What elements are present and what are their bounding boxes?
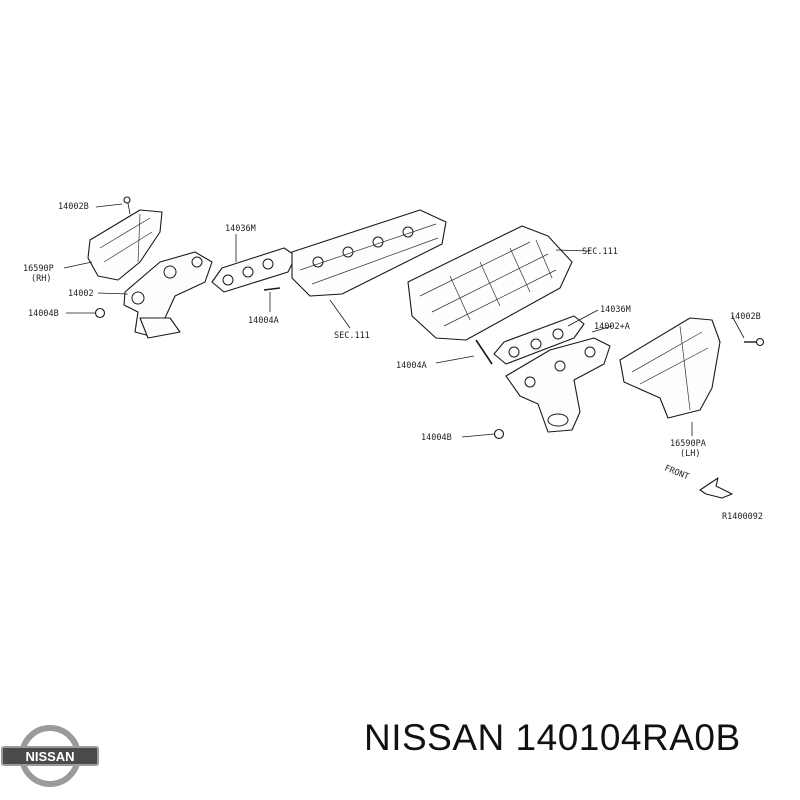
heat-shield-lh: [619, 317, 721, 419]
bolt-lh: [744, 337, 765, 347]
label-nut-lh: 14004B: [421, 433, 452, 443]
label-manifold-rh: 14002: [68, 289, 94, 299]
label-rh: (RH): [31, 274, 51, 284]
gasket-lh: [493, 315, 585, 365]
label-heat-shield-rh: 16590P: [23, 264, 54, 274]
label-stud-lh: 14004A: [396, 361, 427, 371]
stud-lh: [475, 339, 493, 365]
front-arrow: [699, 477, 733, 499]
part-number-caption: NISSAN 140104RA0B: [364, 717, 741, 758]
label-manifold-lh: 14002+A: [594, 322, 630, 332]
label-bolt-lh: 14002B: [730, 312, 761, 322]
cylinder-head-rh: [291, 209, 447, 297]
cylinder-head-lh: [407, 225, 573, 341]
logo-text: NISSAN: [25, 749, 74, 764]
nissan-logo-icon: NISSAN: [1, 725, 99, 787]
label-front: FRONT: [663, 464, 690, 483]
nut-rh: [94, 307, 106, 319]
label-nut-rh: 14004B: [28, 309, 59, 319]
exhaust-manifold-rh: [123, 251, 213, 339]
label-lh: (LH): [680, 449, 700, 459]
label-bolt-rh: 14002B: [58, 202, 89, 212]
label-gasket-rh: 14036M: [225, 224, 256, 234]
label-sec-lh: SEC.111: [582, 247, 618, 257]
nut-lh: [493, 428, 505, 440]
label-stud-rh: 14004A: [248, 316, 279, 326]
label-gasket-lh: 14036M: [600, 305, 631, 315]
label-sec-rh: SEC.111: [334, 331, 370, 341]
label-drawing-code: R1400092: [722, 512, 763, 522]
heat-shield-rh: [87, 209, 163, 281]
leader-lines: [63, 203, 745, 438]
gasket-rh: [211, 247, 297, 293]
label-heat-shield-lh: 16590PA: [670, 439, 706, 449]
bolt-rh: [123, 196, 131, 215]
stud-rh: [263, 287, 281, 291]
exhaust-manifold-lh: [505, 337, 611, 433]
